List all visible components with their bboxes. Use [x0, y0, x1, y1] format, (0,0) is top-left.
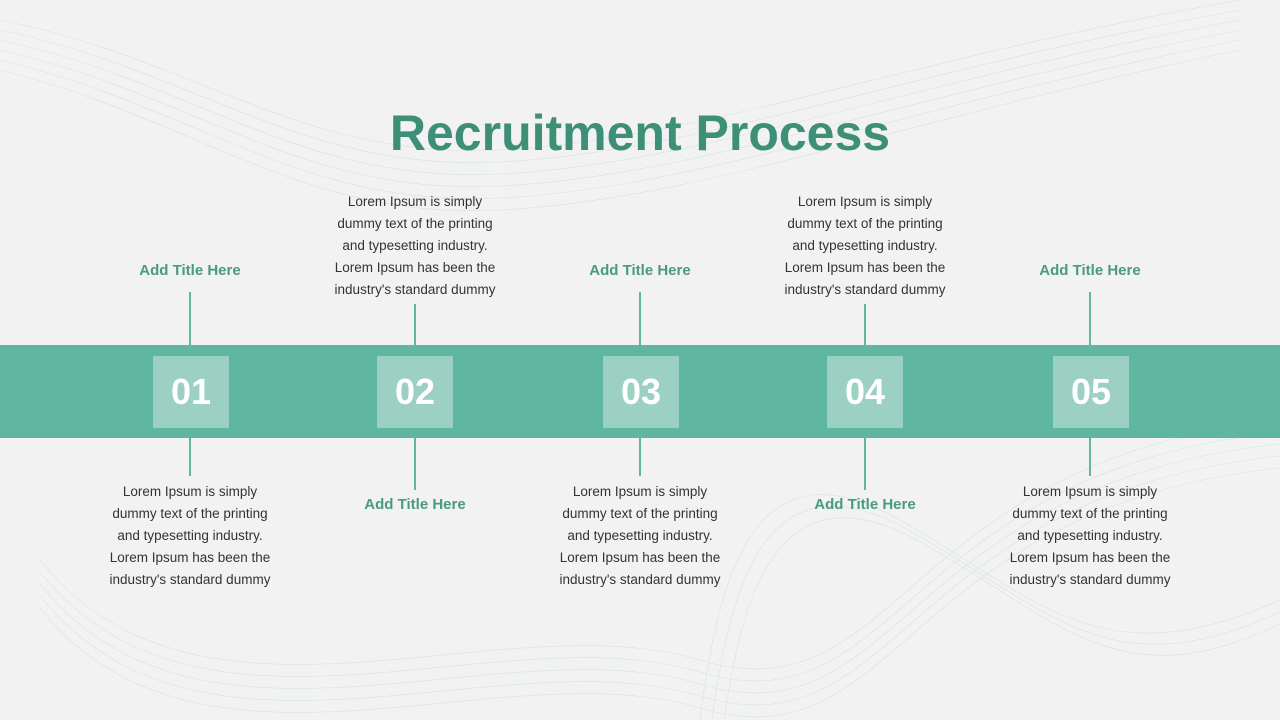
- step-4-connector-bottom: [864, 438, 866, 490]
- step-3-connector-bottom: [639, 438, 641, 476]
- step-1-connector-bottom: [189, 438, 191, 476]
- step-2-number-box: 02: [377, 356, 453, 428]
- step-1-description: Lorem Ipsum is simply dummy text of the …: [109, 484, 271, 587]
- step-3-title: Add Title Here: [589, 262, 691, 279]
- step-5-number-box: 05: [1053, 356, 1129, 428]
- step-2-title: Add Title Here: [364, 496, 466, 513]
- step-4-description: Lorem Ipsum is simply dummy text of the …: [784, 194, 946, 297]
- step-5-title: Add Title Here: [1039, 262, 1141, 279]
- step-3-description: Lorem Ipsum is simply dummy text of the …: [559, 484, 721, 587]
- step-5-description: Lorem Ipsum is simply dummy text of the …: [1009, 484, 1171, 587]
- step-1-connector-top: [189, 292, 191, 345]
- page-title: Recruitment Process: [389, 105, 891, 161]
- step-5-connector-bottom: [1089, 438, 1091, 476]
- step-2-connector-top: [414, 304, 416, 345]
- step-1-title: Add Title Here: [139, 262, 241, 279]
- step-5-connector-top: [1089, 292, 1091, 345]
- step-1-number-box: 01: [153, 356, 229, 428]
- step-3-connector-top: [639, 292, 641, 345]
- step-2-connector-bottom: [414, 438, 416, 490]
- step-4-connector-top: [864, 304, 866, 345]
- step-2-description: Lorem Ipsum is simply dummy text of the …: [334, 194, 496, 297]
- step-4-title: Add Title Here: [814, 496, 916, 513]
- step-3-number-box: 03: [603, 356, 679, 428]
- step-4-number-box: 04: [827, 356, 903, 428]
